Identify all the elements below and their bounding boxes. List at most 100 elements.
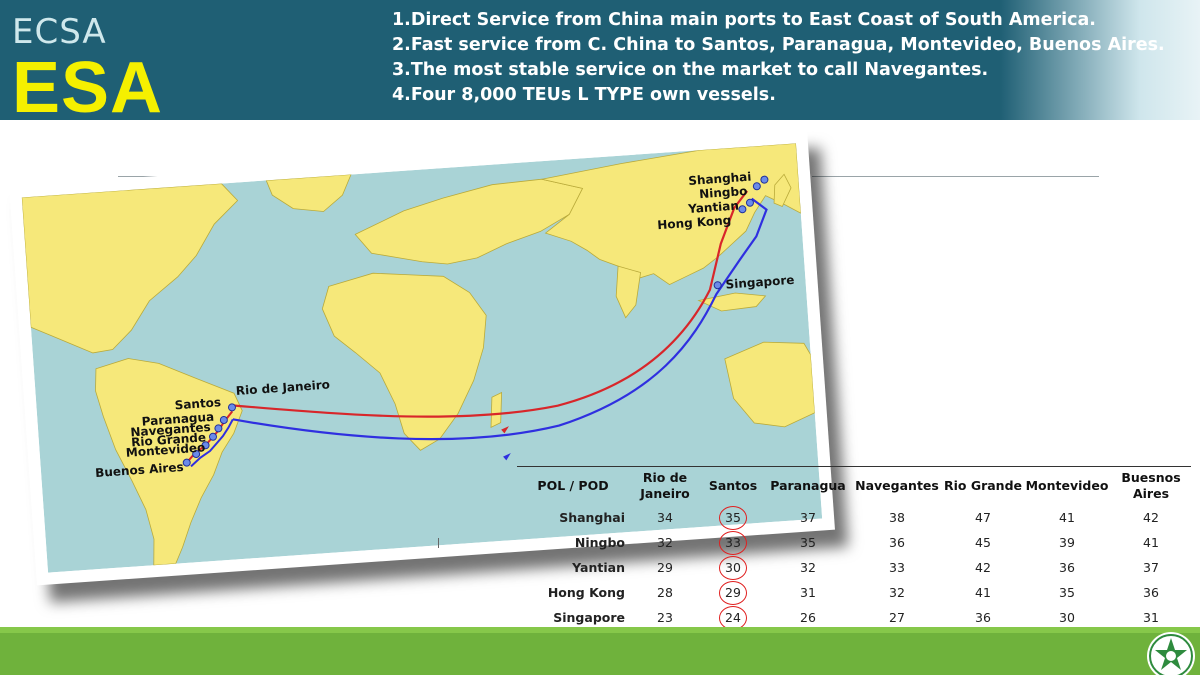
land-asia [541,143,802,286]
column-header: Rio de Janeiro [640,470,690,501]
port-label-santos: Santos [174,395,221,412]
port-marker [214,424,223,433]
land-north-america [21,183,239,354]
table-cell: 36 [1059,560,1075,575]
row-header: Shanghai [559,510,625,525]
table-cell: 42 [975,560,991,575]
region-title: ECSA [12,12,107,52]
route-westbound [232,197,768,441]
table-cell: 35 [800,535,816,550]
table-row: Yantian 29 30 32 33 42 36 37 [517,555,1191,580]
table-cell-highlight: 35 [701,505,765,530]
table-row: Hong Kong 28 29 31 32 41 35 36 [517,580,1191,605]
table-cell: 35 [1059,585,1075,600]
transit-time-table: POL / POD Rio de Janeiro Santos Paranagu… [517,466,1191,632]
table-cell: 39 [1059,535,1075,550]
port-marker [201,441,210,450]
port-marker [713,281,722,290]
row-header: Hong Kong [547,585,625,600]
table-cell: 41 [1143,535,1159,550]
port-label-buenosaires: Buenos Aires [95,460,184,480]
port-marker [760,175,769,184]
column-header: Navegantes [855,478,939,493]
port-label-ningbo: Ningbo [699,184,748,201]
port-label-navegantes: Navegantes [130,420,211,440]
table-cell: 32 [889,585,905,600]
table-header-row: POL / POD Rio de Janeiro Santos Paranagu… [517,466,1191,506]
table-cell: 41 [1059,510,1075,525]
table-cell: 32 [800,560,816,575]
column-header: Paranagua [770,478,846,493]
port-marker [208,432,217,441]
route-arrow-west [503,453,511,461]
route-map-card: Rio de Janeiro Santos Paranagua Navegant… [9,130,835,586]
table-cell: 36 [1143,585,1159,600]
column-header-corner: POL / POD [537,478,609,493]
divider-right [812,176,1099,177]
port-marker [227,403,236,412]
table-cell: 47 [975,510,991,525]
bottom-strip [0,675,1200,685]
table-cell: 27 [889,610,905,625]
port-label-montevideo: Montevideo [125,440,205,460]
port-label-shanghai: Shanghai [688,170,752,188]
column-header: Buesnos Aires [1121,470,1181,501]
port-marker [738,205,747,214]
land-madagascar [490,391,503,429]
evergreen-logo-icon [1147,632,1195,680]
row-header: Ningbo [574,535,625,550]
port-label-hongkong: Hong Kong [657,213,732,232]
table-cell: 42 [1143,510,1159,525]
table-cell: 29 [657,560,673,575]
table-row: Shanghai 34 35 37 38 47 41 42 [517,505,1191,530]
table-cell-highlight: 33 [701,530,765,555]
row-header: Singapore [553,610,625,625]
service-points: 1.Direct Service from China main ports t… [392,8,1165,108]
table-cell: 41 [975,585,991,600]
row-header: Yantian [572,560,625,575]
port-label-paranagua: Paranagua [141,410,214,429]
table-cell: 31 [1143,610,1159,625]
highlight-circle: 24 [719,605,747,630]
table-cell: 31 [800,585,816,600]
service-point: 1.Direct Service from China main ports t… [392,10,1096,30]
table-cell: 45 [975,535,991,550]
highlight-circle: 30 [719,555,747,580]
land-europe [354,178,584,265]
service-point: 3.The most stable service on the market … [392,60,989,80]
table-cell: 26 [800,610,816,625]
service-title: ESA [12,48,164,120]
table-cell: 36 [975,610,991,625]
route-eastbound [231,190,749,418]
table-cell-highlight: 30 [701,555,765,580]
land-south-america [95,358,243,566]
route-ecsa-coast-back [190,418,234,468]
route-arrow-east [501,426,509,434]
port-marker [752,182,761,191]
table-cell: 32 [657,535,673,550]
port-label-singapore: Singapore [725,273,795,292]
table-cell: 33 [889,560,905,575]
table-cell-highlight: 29 [701,580,765,605]
port-marker [182,458,191,467]
port-label-rio: Rio de Janeiro [235,378,330,399]
land-australia [724,341,816,428]
highlight-circle: 29 [719,580,747,605]
logo-graphic [1149,634,1193,678]
table-row: Ningbo 32 33 35 36 45 39 41 [517,530,1191,555]
highlight-circle: 35 [719,505,747,530]
column-header: Montevideo [1025,478,1109,493]
land-india [615,265,642,319]
table-cell: 23 [657,610,673,625]
divider-mark [438,538,439,548]
port-marker [219,415,228,424]
service-point: 2.Fast service from C. China to Santos, … [392,35,1165,55]
footer-bar [0,627,1200,675]
port-label-yantian: Yantian [687,199,740,217]
service-point: 4.Four 8,000 TEUs L TYPE own vessels. [392,85,776,105]
footer-highlight [0,627,1200,633]
logo-center [1166,651,1176,661]
table-cell: 34 [657,510,673,525]
port-label-riogrande: Rio Grande [131,430,207,449]
table-cell: 37 [800,510,816,525]
